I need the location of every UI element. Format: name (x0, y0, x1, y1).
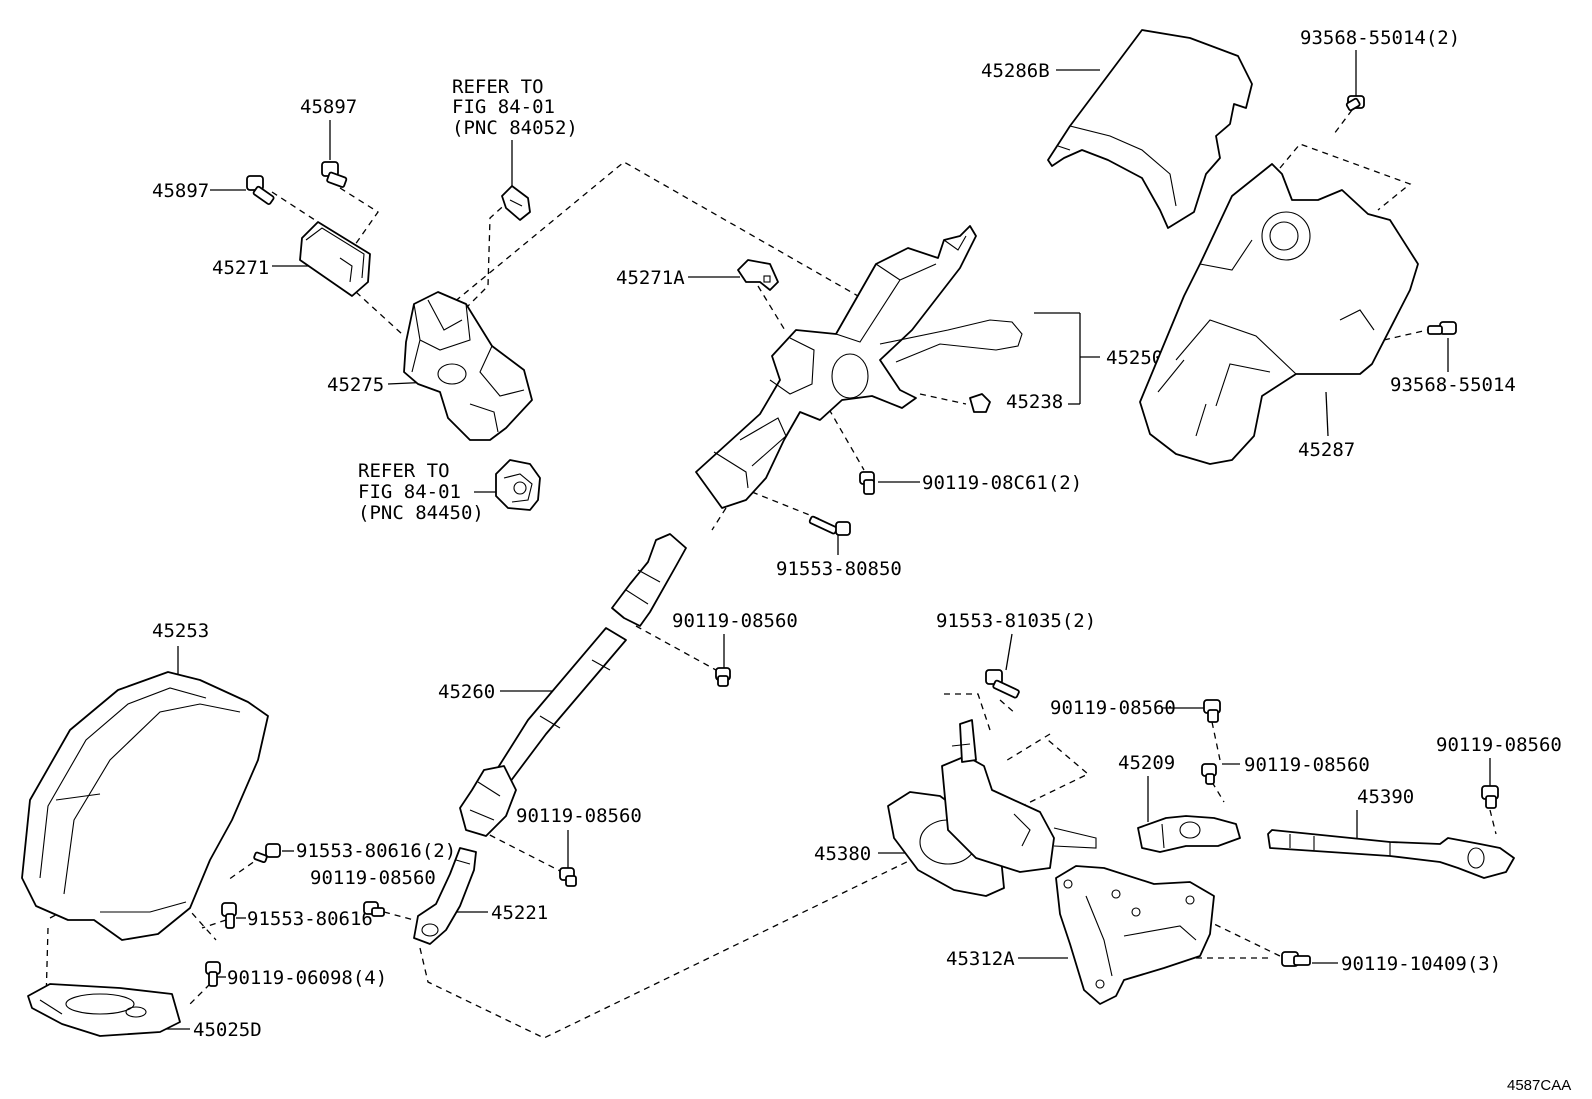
label-90119-10409: 90119-10409(3) (1341, 953, 1501, 975)
bolt-90119-08560-left (363, 901, 385, 917)
bolt-90119-08560-upper (715, 667, 731, 687)
hole-cover-45253 (21, 671, 269, 941)
label-93568-55014: 93568-55014 (1390, 374, 1516, 396)
plate-45025D (27, 983, 181, 1037)
label-refer-fig-1-line1: REFER TO (452, 76, 544, 98)
screw-93568-55014-side (1427, 321, 1457, 335)
bracket-45312A (1055, 865, 1215, 1005)
bolt-90119-06098 (205, 961, 221, 987)
label-90119-08560-left: 90119-08560 (310, 867, 436, 889)
bolt-90119-08C61 (859, 471, 875, 495)
label-45209: 45209 (1118, 752, 1175, 774)
upper-cover-45286B (1047, 29, 1253, 229)
clip-45238 (969, 393, 991, 413)
bolt-91553-80616-2 (253, 843, 281, 864)
label-45897-left: 45897 (152, 180, 209, 202)
bolt-91553-81035 (985, 669, 1020, 699)
label-93568-55014-2: 93568-55014(2) (1300, 27, 1460, 49)
switch-84052 (501, 185, 531, 221)
label-45238: 45238 (1006, 391, 1063, 413)
label-refer-fig-1-line2: FIG 84-01 (452, 96, 555, 118)
label-45312A: 45312A (946, 948, 1015, 970)
label-90119-08560-lower: 90119-08560 (516, 805, 642, 827)
diagram-code: 4587CAA (1507, 1077, 1571, 1094)
sliding-yoke-45221 (413, 847, 477, 945)
label-refer-fig-2-line2: FIG 84-01 (358, 481, 461, 503)
label-45260: 45260 (438, 681, 495, 703)
label-45287: 45287 (1298, 439, 1355, 461)
screw-93568-55014-upper (1345, 95, 1365, 112)
lock-housing-45275 (403, 291, 533, 441)
label-90119-08560-upper: 90119-08560 (672, 610, 798, 632)
lower-cover-45287 (1139, 163, 1419, 465)
bolt-90119-08560-right (1481, 785, 1499, 809)
label-45253: 45253 (152, 620, 209, 642)
bolt-45897-left (246, 175, 275, 205)
label-91553-81035: 91553-81035(2) (936, 610, 1096, 632)
label-45390: 45390 (1357, 786, 1414, 808)
label-90119-08560-joint: 90119-08560 (1244, 754, 1370, 776)
label-90119-08C61: 90119-08C61(2) (922, 472, 1082, 494)
label-90119-06098: 90119-06098(4) (227, 967, 387, 989)
bolt-90119-08560-gear (1203, 699, 1221, 723)
intermediate-shaft-45260 (459, 533, 687, 837)
bolt-91553-80616 (221, 902, 237, 929)
label-45380: 45380 (814, 843, 871, 865)
label-45271: 45271 (212, 257, 269, 279)
label-refer-fig-2-line3: (PNC 84450) (358, 502, 484, 524)
label-refer-fig-2-line1: REFER TO (358, 460, 450, 482)
bolt-90119-08560-lower (559, 867, 577, 887)
column-gear-45380 (887, 719, 1097, 897)
label-45221: 45221 (491, 902, 548, 924)
universal-joint-45209 (1137, 815, 1241, 853)
label-45250: 45250 (1106, 347, 1163, 369)
bracket-45271A (737, 259, 779, 291)
label-91553-80616: 91553-80616 (247, 908, 373, 930)
bolt-45897-top (321, 161, 348, 188)
label-91553-80850: 91553-80850 (776, 558, 902, 580)
label-45897-top: 45897 (300, 96, 357, 118)
label-90119-08560-right: 90119-08560 (1436, 734, 1562, 756)
bolt-91553-80850 (808, 515, 851, 536)
label-45025D: 45025D (193, 1019, 262, 1041)
label-45271A: 45271A (616, 267, 685, 289)
bolt-90119-10409 (1281, 951, 1311, 967)
label-refer-fig-1-line3: (PNC 84052) (452, 117, 578, 139)
label-91553-80616-2: 91553-80616(2) (296, 840, 456, 862)
bolt-90119-08560-joint (1201, 763, 1217, 785)
steering-column-45250 (695, 225, 1023, 509)
label-45275: 45275 (327, 374, 384, 396)
clamp-45271 (299, 221, 371, 297)
label-90119-08560-gear: 90119-08560 (1050, 697, 1176, 719)
shaft-45390 (1267, 829, 1515, 879)
label-45286B: 45286B (981, 60, 1050, 82)
switch-84450 (495, 459, 541, 511)
